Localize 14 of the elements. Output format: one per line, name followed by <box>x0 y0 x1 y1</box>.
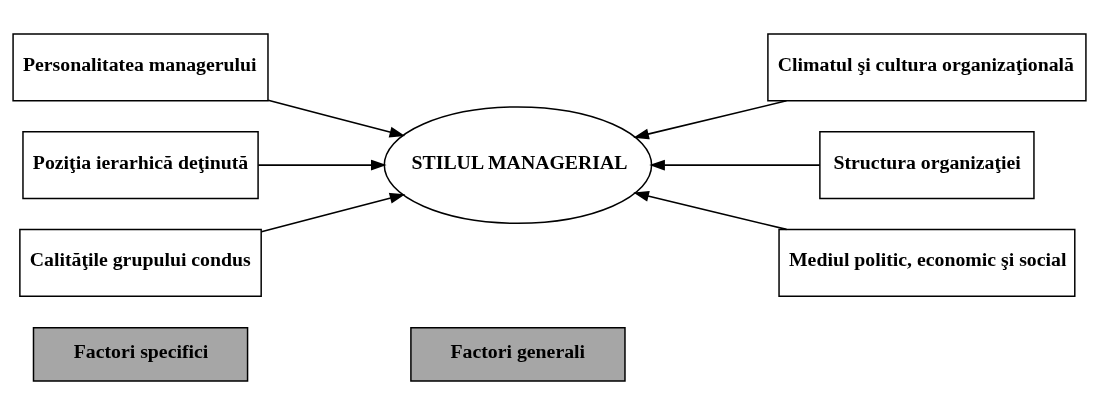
node-box: Personalitatea managerului <box>12 32 269 101</box>
node-box: Factori generali <box>410 326 626 382</box>
node-box: Climatul şi cultura organizaţională <box>767 32 1087 101</box>
arrow <box>633 99 788 139</box>
node-box: Structura organizaţiei <box>819 130 1035 199</box>
arrow <box>649 159 821 171</box>
node-box: Poziţia ierarhică deţinută <box>22 130 259 199</box>
node-box: Calităţile grupului condus <box>19 228 262 297</box>
arrow <box>267 99 406 137</box>
arrow <box>257 159 387 171</box>
node-box: Factori specifici <box>32 326 249 382</box>
arrow <box>633 190 788 230</box>
node-box: Mediul politic, economic şi social <box>778 228 1076 297</box>
arrow <box>260 192 406 232</box>
